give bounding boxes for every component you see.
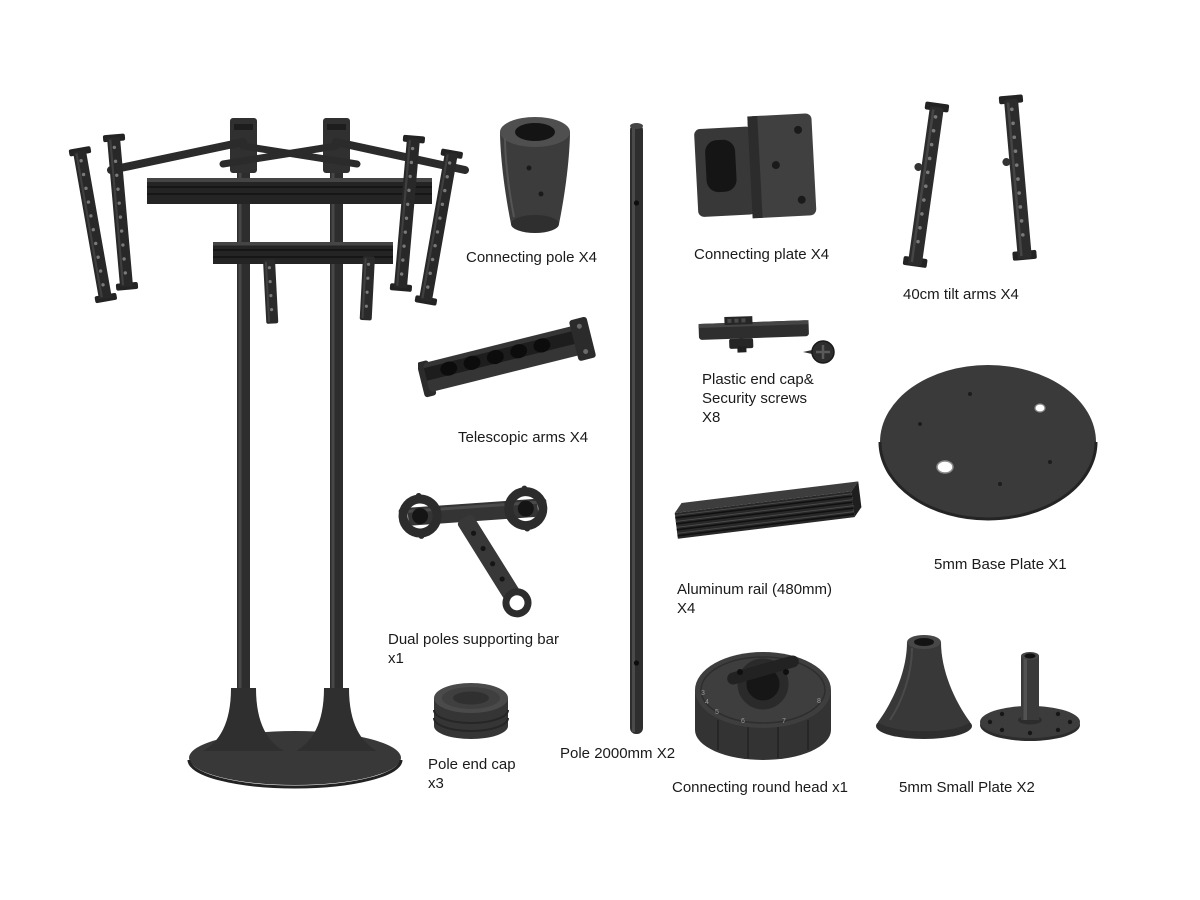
dial-number: 3 (701, 690, 705, 697)
assembled-stand-part (55, 90, 485, 800)
plastic-end-cap-label-line3: X8 (702, 409, 721, 426)
tilt-arms-part (900, 92, 1060, 277)
plastic-end-cap-label-line2: Security screws (702, 390, 808, 407)
round-head-part: 3 4 5 6 7 8 (688, 628, 838, 778)
supporting-bar-label: Dual poles supporting bar x1 (388, 630, 559, 668)
telescopic-arms-label: Telescopic arms X4 (458, 429, 589, 446)
round-head-label: Connecting round head x1 (672, 779, 848, 796)
supporting-bar-label-line1: Dual poles supporting bar (388, 631, 559, 648)
tilt-arms-label: 40cm tilt arms X4 (903, 286, 1019, 303)
base-plate-label: 5mm Base Plate X1 (934, 556, 1067, 573)
pole-end-cap-label-line1: Pole end cap (428, 756, 516, 773)
telescopic-arms-part (418, 300, 603, 415)
plastic-end-cap-illustration (698, 316, 835, 364)
supporting-bar-part (392, 468, 562, 633)
connecting-pole-label: Connecting pole X4 (466, 249, 597, 266)
connecting-pole-illustration (500, 117, 570, 233)
connecting-pole-part (483, 112, 588, 242)
round-head-illustration: 3 4 5 6 7 8 (695, 652, 831, 760)
assembled-stand-illustration (68, 118, 469, 789)
tilt-arms-illustration (900, 94, 1037, 269)
dial-number: 8 (817, 698, 821, 705)
aluminum-rail-label: Aluminum rail (480mm) X4 (677, 580, 832, 618)
base-plate-part (878, 362, 1108, 527)
dial-number: 4 (705, 699, 709, 706)
supporting-bar-label-line2: x1 (388, 650, 404, 667)
connecting-plate-label: Connecting plate X4 (694, 246, 830, 263)
pole-end-cap-illustration (433, 683, 509, 739)
plastic-end-cap-part (695, 312, 845, 372)
connecting-plate-part (688, 108, 833, 233)
small-plate-illustration (876, 635, 1080, 741)
aluminum-rail-part (668, 470, 863, 570)
pole-part (618, 118, 654, 743)
telescopic-arms-illustration (418, 316, 596, 398)
plastic-end-cap-label-line1: Plastic end cap& (702, 371, 814, 388)
small-plate-part (872, 628, 1087, 758)
pole-label: Pole 2000mm X2 (560, 745, 676, 762)
pole-end-cap-label-line2: x3 (428, 775, 444, 792)
pole-illustration (630, 123, 643, 734)
dial-number: 5 (715, 709, 719, 716)
base-plate-illustration (878, 365, 1098, 521)
dial-number: 7 (782, 718, 786, 725)
small-plate-label: 5mm Small Plate X2 (899, 779, 1035, 796)
plastic-end-cap-label: Plastic end cap& Security screws X8 (702, 370, 814, 427)
supporting-bar-illustration (398, 485, 548, 618)
aluminum-rail-label-line2: X4 (677, 600, 696, 617)
pole-end-cap-part (424, 672, 519, 752)
dial-number: 6 (741, 718, 745, 725)
connecting-plate-illustration (694, 113, 817, 219)
aluminum-rail-label-line1: Aluminum rail (480mm) (677, 581, 833, 598)
aluminum-rail-illustration (674, 481, 862, 539)
pole-end-cap-label: Pole end cap x3 (428, 755, 516, 793)
